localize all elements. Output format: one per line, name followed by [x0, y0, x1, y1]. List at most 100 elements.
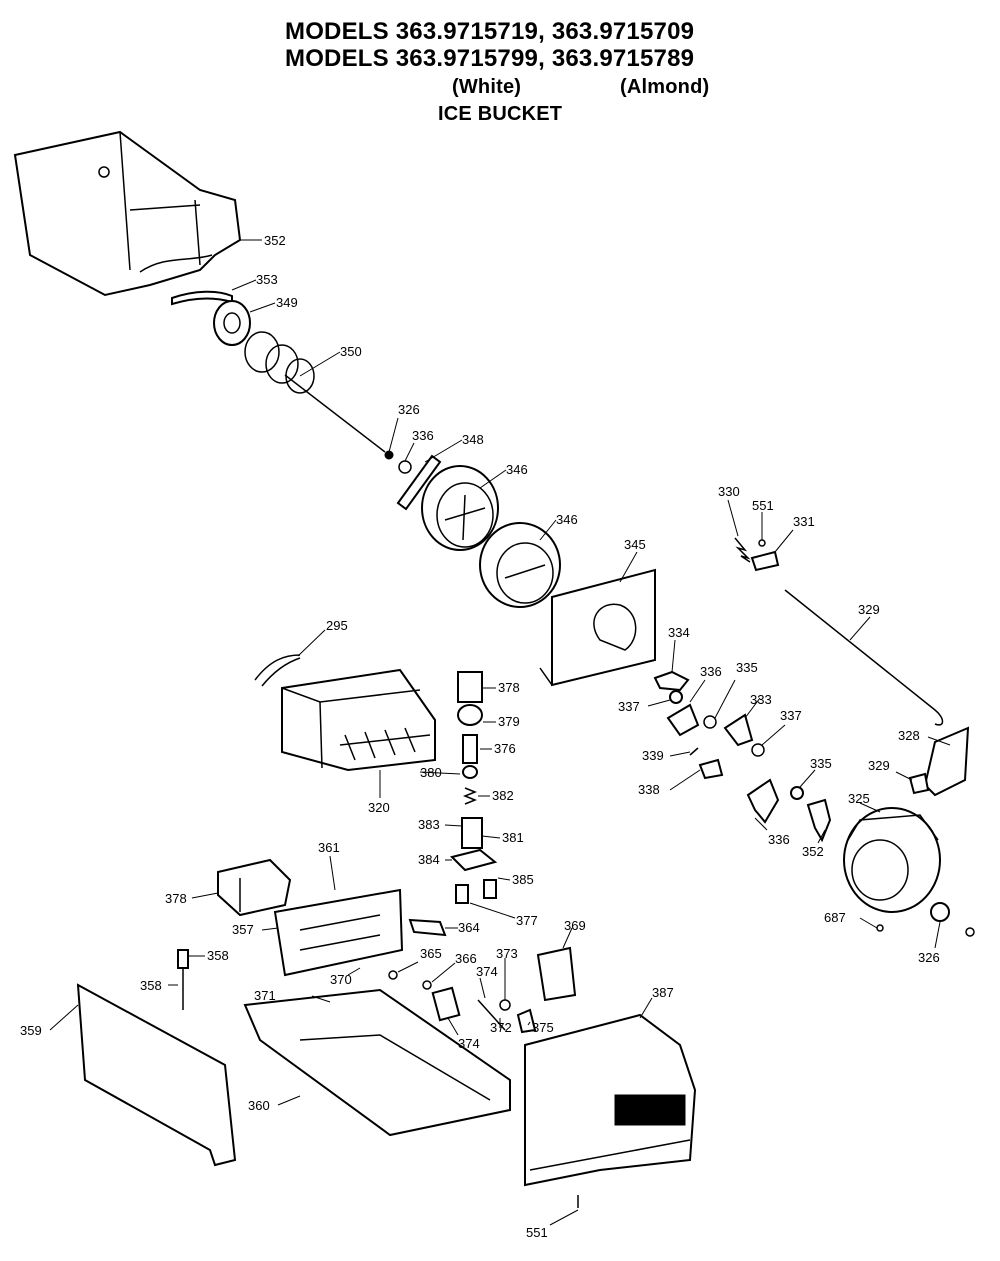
shaft-sleeve-part: [462, 734, 478, 764]
link-part: [723, 713, 754, 747]
bushing-part-3: [790, 786, 804, 800]
actuator-rod-part: [784, 589, 944, 726]
washer-part-2: [703, 715, 717, 729]
callout-372: 372: [490, 1020, 512, 1035]
callout-333: 333: [750, 692, 772, 707]
ice-maker-part: [281, 668, 436, 772]
bushing-part: [669, 690, 683, 704]
callout-330: 330: [718, 484, 740, 499]
callout-359: 359: [20, 1023, 42, 1038]
callout-379: 379: [498, 714, 520, 729]
small-screw-part: [758, 539, 766, 547]
callout-375: 375: [532, 1020, 554, 1035]
leader-lines: [49, 239, 951, 1226]
ice-bucket-part: [13, 130, 242, 297]
screw-part: [177, 949, 189, 1010]
callout-339: 339: [642, 748, 664, 763]
callout-551-lower: 551: [526, 1225, 548, 1240]
clip-part: [908, 772, 930, 795]
washer-part-3: [876, 924, 884, 932]
motor-housing-part: [457, 671, 483, 703]
callout-384: 384: [418, 852, 440, 867]
callout-357: 357: [232, 922, 254, 937]
washer-part-4: [422, 980, 432, 990]
callout-336: 336: [412, 428, 434, 443]
crusher-blade-upper-part: [421, 465, 499, 551]
callout-336-lower: 336: [768, 832, 790, 847]
callout-346-upper: 346: [506, 462, 528, 477]
mounting-plate-part: [273, 888, 404, 977]
callout-346-lower: 346: [556, 512, 578, 527]
callout-377: 377: [516, 913, 538, 928]
callout-383: 383: [418, 817, 440, 832]
bushing-part-4: [457, 704, 483, 726]
callout-374-upper: 374: [476, 964, 498, 979]
front-plate-part: [539, 568, 656, 687]
callout-337-right: 337: [780, 708, 802, 723]
callout-336-mid: 336: [700, 664, 722, 679]
callout-387: 387: [652, 985, 674, 1000]
coupling-part: [462, 765, 478, 779]
diagram-title: ICE BUCKET: [438, 103, 563, 125]
spring-clip-part: [806, 798, 832, 843]
washer-part: [398, 460, 412, 474]
callout-352-lower: 352: [802, 844, 824, 859]
cam-part: [653, 670, 690, 692]
callout-320: 320: [368, 800, 390, 815]
callout-371: 371: [254, 988, 276, 1003]
nut-part-2: [499, 999, 511, 1011]
callout-369: 369: [564, 918, 586, 933]
spring-part: [734, 537, 751, 563]
callout-349: 349: [276, 295, 298, 310]
callout-334: 334: [668, 625, 690, 640]
bushing-part-5: [516, 1008, 537, 1034]
callout-365: 365: [420, 946, 442, 961]
side-panel-part: [76, 983, 237, 1167]
lever-arm-part: [698, 758, 724, 780]
callout-361: 361: [318, 840, 340, 855]
mounting-bracket-part: [450, 848, 498, 872]
callout-364: 364: [458, 920, 480, 935]
callout-380: 380: [420, 765, 442, 780]
pin-part: [689, 747, 699, 756]
auger-part: [244, 331, 386, 453]
callout-326-lower: 326: [918, 950, 940, 965]
callout-378-top: 378: [498, 680, 520, 695]
callout-295: 295: [326, 618, 348, 633]
bushing-part-2: [751, 743, 765, 757]
callout-328: 328: [898, 728, 920, 743]
color-label-almond: (Almond): [620, 76, 710, 98]
models-line-1: MODELS 363.9715719, 363.9715709: [285, 18, 695, 45]
callout-366: 366: [455, 951, 477, 966]
callout-385: 385: [512, 872, 534, 887]
callout-378-left: 378: [165, 891, 187, 906]
base-housing-part: [243, 988, 511, 1137]
spring-part-2: [462, 787, 478, 805]
callout-352: 352: [264, 233, 286, 248]
dispenser-motor-part: [843, 807, 941, 913]
callout-labels: 352 353 349 350 326 336 348 346 346 345 …: [20, 233, 940, 1240]
bracket-part: [666, 703, 700, 737]
callout-325: 325: [848, 791, 870, 806]
callout-331: 331: [793, 514, 815, 529]
models-line-2: MODELS 363.9715799, 363.9715789: [285, 45, 695, 72]
crusher-blade-lower-part: [479, 522, 561, 608]
auger-motor-part: [217, 858, 292, 917]
callout-338: 338: [638, 782, 660, 797]
callout-348: 348: [462, 432, 484, 447]
callout-337-left: 337: [618, 699, 640, 714]
callout-326: 326: [398, 402, 420, 417]
crusher-blade-part: [396, 454, 442, 511]
switch-part: [408, 918, 447, 937]
callout-376: 376: [494, 741, 516, 756]
callout-373: 373: [496, 946, 518, 961]
spacer-part: [431, 986, 461, 1022]
callout-335-lower: 335: [810, 756, 832, 771]
pin-part-2: [965, 927, 975, 937]
wire-harness-part: [254, 654, 301, 687]
clip-part-2: [388, 970, 398, 980]
auger-bearing-part: [213, 300, 251, 346]
nut-part: [384, 450, 394, 460]
